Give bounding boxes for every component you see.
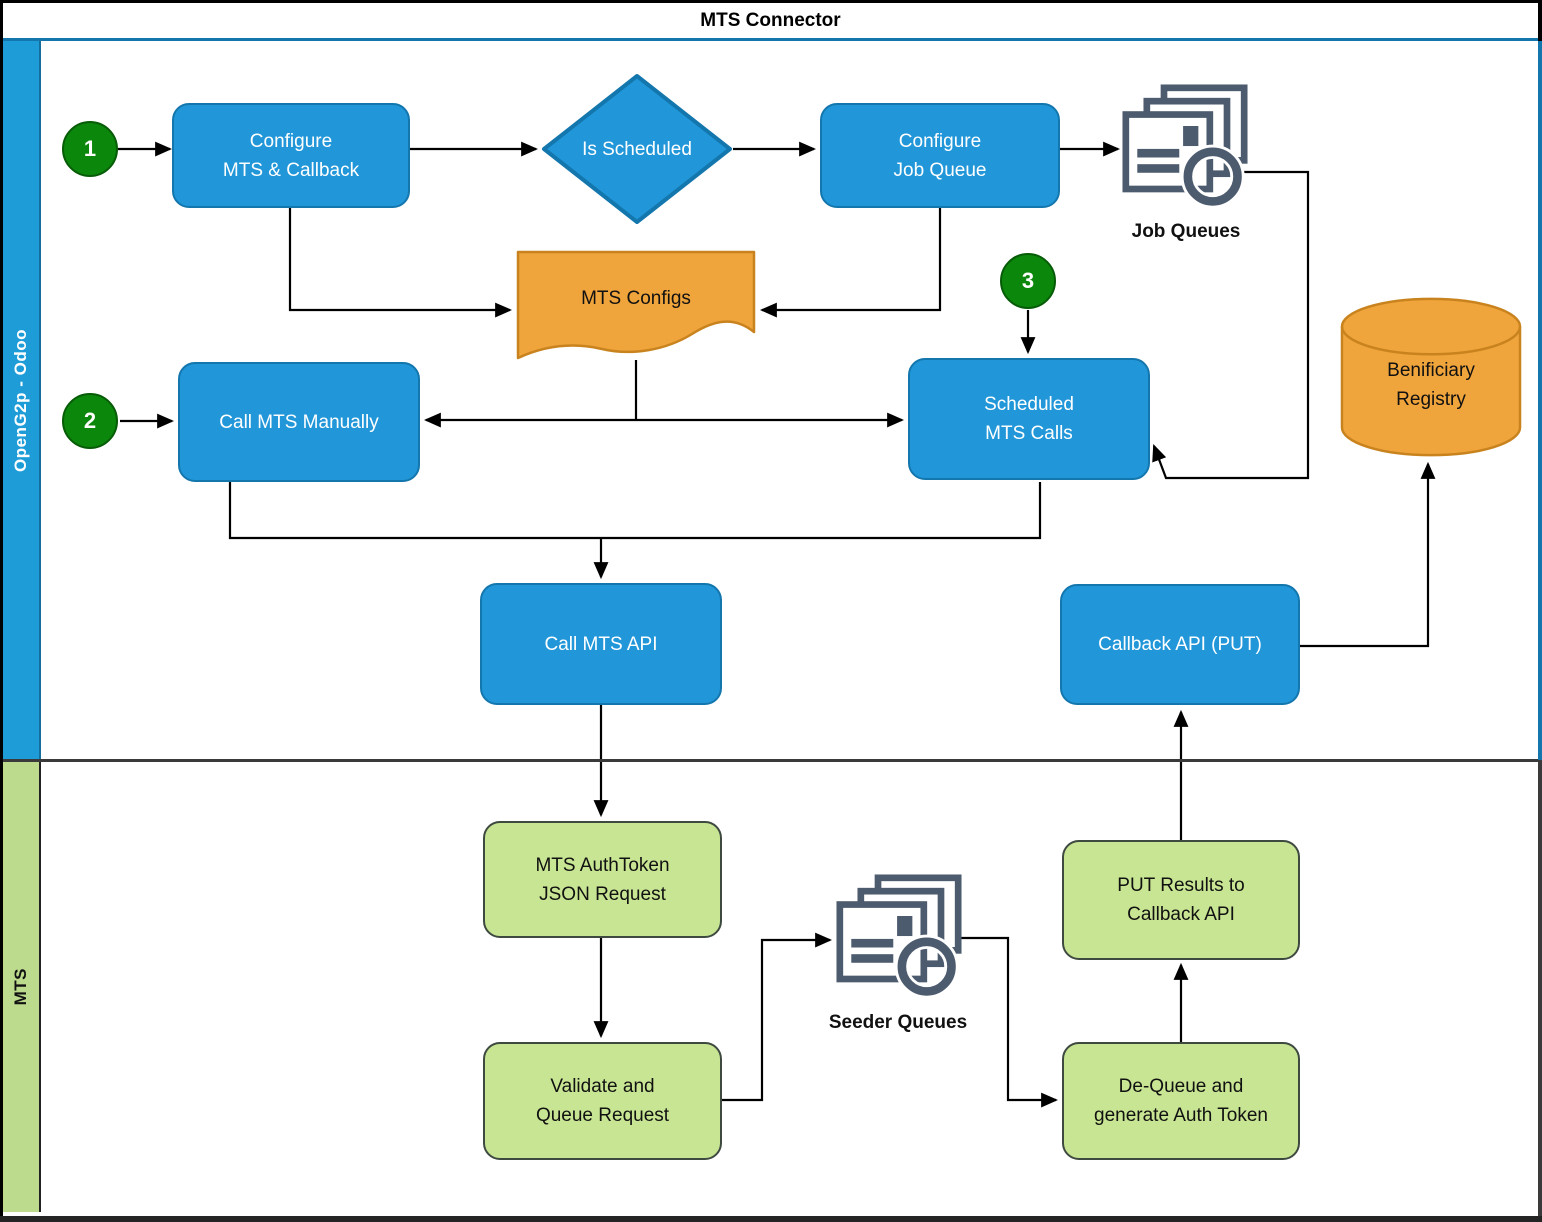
frame-bottom xyxy=(0,1216,1542,1222)
seeder-queues-icon xyxy=(836,874,962,1002)
frame-right-mts xyxy=(1538,760,1542,1222)
pool-title: MTS Connector xyxy=(700,9,841,31)
step-3-badge: 3 xyxy=(1000,253,1056,309)
node-mts-configs: MTS Configs xyxy=(516,250,756,362)
lane-label-openg2p-odoo: OpenG2p - Odoo xyxy=(11,328,30,472)
node-label: Validate and Queue Request xyxy=(535,1076,670,1126)
node-put-results-to-callback-api: PUT Results to Callback API xyxy=(1062,840,1300,960)
step-2-badge: 2 xyxy=(62,393,118,449)
title-separator xyxy=(3,38,1538,41)
database-cylinder-shape xyxy=(1340,297,1522,457)
node-callback-api-put: Callback API (PUT) xyxy=(1060,584,1300,705)
node-label: Configure Job Queue xyxy=(893,130,987,181)
lane-header-mts: MTS xyxy=(3,762,41,1212)
node-validate-and-queue-request: Validate and Queue Request xyxy=(483,1042,722,1160)
node-label: Configure MTS & Callback xyxy=(222,130,360,181)
lane-header-openg2p-odoo: OpenG2p - Odoo xyxy=(3,41,41,759)
lane-divider xyxy=(3,759,1538,762)
node-label: PUT Results to Callback API xyxy=(1117,875,1245,925)
node-label: Callback API (PUT) xyxy=(1098,634,1262,655)
pool-title-bar: MTS Connector xyxy=(3,3,1538,38)
node-scheduled-mts-calls: Scheduled MTS Calls xyxy=(908,358,1150,480)
node-label: Is Scheduled xyxy=(582,139,692,160)
step-1-label: 1 xyxy=(83,136,97,161)
frame-right-odoo xyxy=(1538,41,1542,760)
node-label: Benificiary Registry xyxy=(1387,360,1475,410)
frame-left xyxy=(0,0,3,1222)
decision-diamond-shape xyxy=(542,74,732,224)
node-label: De-Queue and generate Auth Token xyxy=(1094,1076,1268,1126)
node-label: Scheduled MTS Calls xyxy=(984,394,1074,444)
node-label: MTS Configs xyxy=(581,288,691,309)
node-de-queue-and-generate-auth-token: De-Queue and generate Auth Token xyxy=(1062,1042,1300,1160)
node-label: MTS AuthToken JSON Request xyxy=(535,854,670,905)
node-call-mts-manually: Call MTS Manually xyxy=(178,362,420,482)
node-label: Call MTS Manually xyxy=(219,411,379,433)
job-queues-icon xyxy=(1122,84,1248,212)
document-shape xyxy=(516,250,756,360)
step-1-badge: 1 xyxy=(62,121,118,177)
lane-label-mts: MTS xyxy=(11,968,30,1006)
job-queues-caption: Job Queues xyxy=(1131,221,1241,242)
node-configure-mts-callback: Configure MTS & Callback xyxy=(172,103,410,208)
frame-right-top xyxy=(1538,0,1542,41)
seeder-queues-caption: Seeder Queues xyxy=(828,1012,968,1033)
node-label: Call MTS API xyxy=(544,633,658,655)
node-call-mts-api: Call MTS API xyxy=(480,583,722,705)
step-2-label: 2 xyxy=(83,408,97,433)
frame-top xyxy=(0,0,1542,3)
node-is-scheduled: Is Scheduled xyxy=(541,73,733,225)
step-3-label: 3 xyxy=(1021,268,1035,293)
node-beneficiary-registry: Benificiary Registry xyxy=(1340,296,1522,458)
node-mts-authtoken-json-request: MTS AuthToken JSON Request xyxy=(483,821,722,938)
node-configure-job-queue: Configure Job Queue xyxy=(820,103,1060,208)
